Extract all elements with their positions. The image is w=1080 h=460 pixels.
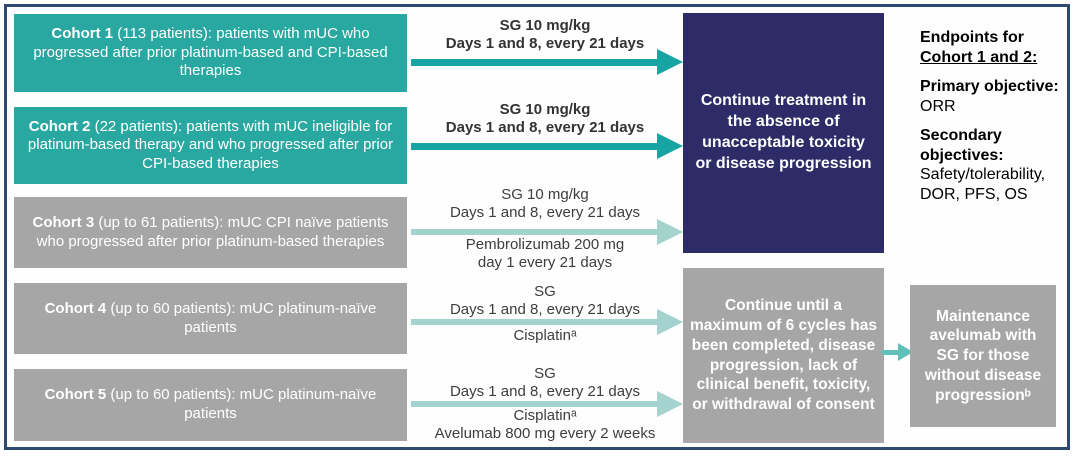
cohort-3-box: Cohort 3 (up to 61 patients): mUC CPI na… [14, 197, 407, 268]
cohort-5-text: Cohort 5 (up to 60 patients): mUC platin… [26, 386, 395, 423]
arm-3-line-3: Pembrolizumab 200 mg [465, 236, 625, 253]
secondary-objectives-label: Secondary objectives: [920, 127, 1004, 164]
arm-1-line-2: Days 1 and 8, every 21 days [445, 35, 645, 52]
arm-3-label-above: SG 10 mg/kg Days 1 and 8, every 21 days [409, 186, 681, 222]
primary-objective-value: ORR [920, 97, 956, 115]
endpoints-heading-line-2: Cohort 1 and 2: [920, 48, 1038, 66]
cohort-1-desc: (113 patients): patients with mUC who pr… [33, 25, 388, 80]
cohort-3-text: Cohort 3 (up to 61 patients): mUC CPI na… [26, 214, 395, 251]
arm-1-label: SG 10 mg/kg Days 1 and 8, every 21 days [409, 17, 681, 53]
arm-5-line-1: SG [534, 365, 556, 382]
cohort-3-name: Cohort 3 [32, 213, 95, 231]
cohort-4-desc: (up to 60 patients): mUC platinum-naïve … [106, 299, 377, 336]
cohort-5-name: Cohort 5 [44, 386, 107, 404]
cohort-1-name: Cohort 1 [51, 25, 114, 43]
arm-5-line-4: Avelumab 800 mg every 2 weeks [434, 425, 656, 442]
cohort-1-box: Cohort 1 (113 patients): patients with m… [14, 14, 407, 92]
continue-cycles-text: Continue until a maximum of 6 cycles has… [690, 297, 877, 413]
cohort-4-text: Cohort 4 (up to 60 patients): mUC platin… [26, 300, 395, 337]
arm-2-arrow-head-icon [657, 133, 683, 159]
arm-4-line-1: SG [534, 283, 556, 300]
arm-4-label-above: SG Days 1 and 8, every 21 days [409, 283, 681, 319]
arm-5-arrow-head-icon [657, 391, 683, 417]
arm-4-line-3: Cisplatinᵃ [513, 327, 577, 344]
arm-5-arrow-line [411, 401, 657, 407]
cohort-3-desc: (up to 61 patients): mUC CPI naïve patie… [36, 213, 389, 250]
arm-2-line-1: SG 10 mg/kg [499, 101, 591, 118]
arm-3-arrow-line [411, 229, 657, 235]
arm-3-arrow-head-icon [657, 219, 683, 245]
cohort-2-name: Cohort 2 [28, 117, 91, 135]
arm-1-line-1: SG 10 mg/kg [499, 17, 591, 34]
maintenance-box: Maintenance avelumab with SG for those w… [910, 285, 1056, 427]
arm-3-line-2: Days 1 and 8, every 21 days [449, 204, 641, 221]
arm-3-line-1: SG 10 mg/kg [501, 186, 589, 203]
arm-5-line-3: Cisplatinᵃ [513, 407, 577, 424]
arm-4-label-below: Cisplatinᵃ [409, 327, 681, 345]
arm-1-arrow-head-icon [657, 49, 683, 75]
arm-3-label-below: Pembrolizumab 200 mg day 1 every 21 days [409, 236, 681, 272]
cohort-2-box: Cohort 2 (22 patients): patients with mU… [14, 107, 407, 184]
cohort-5-box: Cohort 5 (up to 60 patients): mUC platin… [14, 369, 407, 441]
arm-2-arrow-line [411, 143, 657, 150]
primary-objective-label: Primary objective: [920, 78, 1059, 96]
continue-treatment-box: Continue treatment in the absence of una… [683, 13, 884, 253]
arm-4-arrow-line [411, 319, 657, 325]
continue-cycles-box: Continue until a maximum of 6 cycles has… [683, 268, 884, 443]
arm-5-line-2: Days 1 and 8, every 21 days [449, 383, 641, 400]
continue-treatment-text: Continue treatment in the absence of una… [695, 92, 872, 172]
cohort-2-text: Cohort 2 (22 patients): patients with mU… [26, 118, 395, 174]
arm-2-line-2: Days 1 and 8, every 21 days [445, 119, 645, 136]
arm-1-arrow-line [411, 59, 657, 66]
cohort-5-desc: (up to 60 patients): mUC platinum-naïve … [106, 386, 377, 422]
cohort-4-box: Cohort 4 (up to 60 patients): mUC platin… [14, 283, 407, 354]
endpoints-heading-line-1: Endpoints for [920, 29, 1024, 46]
arm-5-label-below: Cisplatinᵃ Avelumab 800 mg every 2 weeks [409, 407, 681, 443]
cohort-2-desc: (22 patients): patients with mUC ineligi… [27, 117, 394, 172]
arm-4-arrow-head-icon [657, 309, 683, 335]
secondary-objectives-value: Safety/tolerability, DOR, PFS, OS [920, 166, 1046, 203]
arm-5-label-above: SG Days 1 and 8, every 21 days [409, 365, 681, 401]
arm-2-label: SG 10 mg/kg Days 1 and 8, every 21 days [409, 101, 681, 137]
endpoints-panel: Endpoints for Cohort 1 and 2: Primary ob… [920, 28, 1062, 204]
arm-3-line-4: day 1 every 21 days [477, 254, 613, 271]
maintenance-arrow-head-icon [898, 343, 913, 361]
arm-4-line-2: Days 1 and 8, every 21 days [449, 301, 641, 318]
maintenance-text: Maintenance avelumab with SG for those w… [924, 307, 1042, 404]
cohort-4-name: Cohort 4 [44, 299, 107, 317]
cohort-1-text: Cohort 1 (113 patients): patients with m… [26, 25, 395, 81]
maintenance-arrow-line [882, 350, 898, 355]
